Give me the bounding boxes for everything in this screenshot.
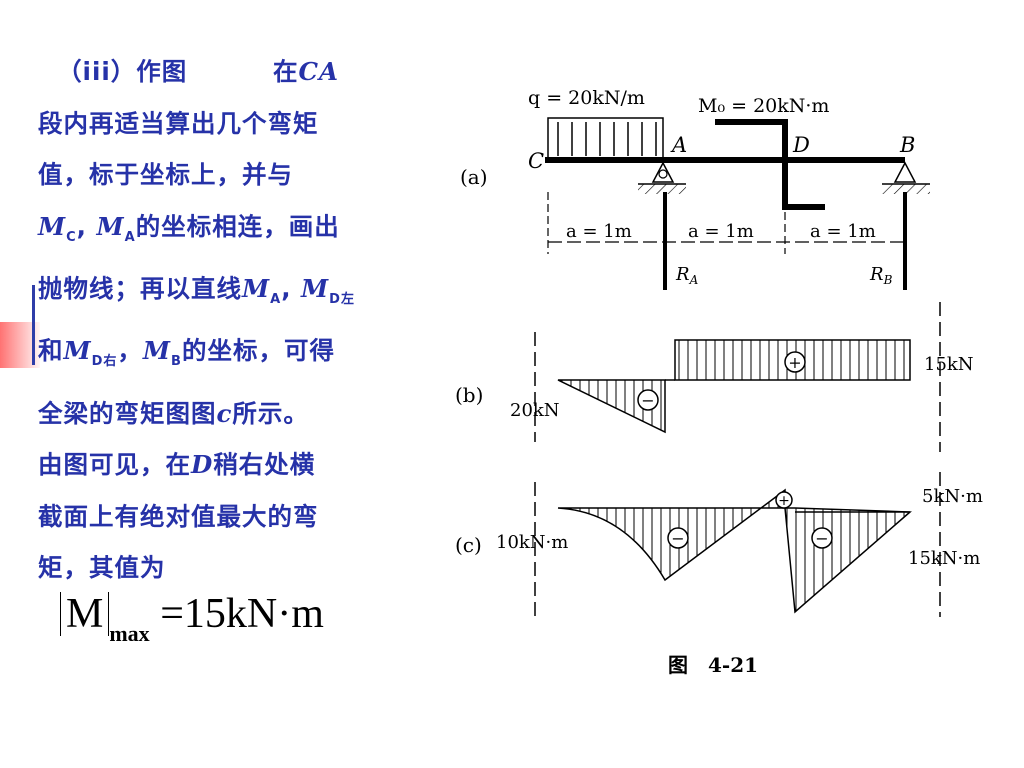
- distributed-load-box: [547, 117, 664, 159]
- plus-sign-icon: [775, 491, 793, 509]
- figure-caption: 图 4-21: [668, 653, 758, 677]
- text-line-4: MC, MA的坐标相连，画出: [38, 211, 340, 245]
- span-2-label: a = 1m: [688, 221, 754, 242]
- text-line-9: 截面上有绝对值最大的弯: [38, 501, 319, 531]
- text-line-8: 由图可见，在D稍右处横: [38, 450, 316, 480]
- moment-neg1-value: 10kN·m: [496, 532, 568, 553]
- point-d-label: D: [792, 133, 810, 157]
- abs-value-bars: M: [60, 592, 110, 636]
- reaction-b-label: RB: [869, 264, 893, 287]
- svg-text:−: −: [641, 391, 654, 410]
- beam-diagram-figure: (a) q = 20kN/m M₀ = 20kN·m C A D B: [455, 87, 983, 677]
- text-line-1: （iii）作图 在CA: [57, 57, 340, 86]
- text-line-2: 段内再适当算出几个弯矩: [38, 108, 319, 138]
- label-a: (a): [460, 165, 488, 189]
- span-3-label: a = 1m: [810, 221, 876, 242]
- shear-pos-value: 15kN: [924, 354, 974, 375]
- plus-sign-icon: [784, 351, 806, 373]
- shear-negative-region: [557, 379, 666, 434]
- dimension-lines: [547, 192, 905, 254]
- shear-diagram: (b) − + 20kN 15kN: [455, 302, 974, 452]
- slide-body-text: （iii）作图 在CA 段内再适当算出几个弯矩 值，标于坐标上，并与 MC, M…: [38, 46, 423, 594]
- label-c: (c): [455, 533, 482, 557]
- text-line-3: 值，标于坐标上，并与: [38, 160, 293, 189]
- minus-sign-icon: [811, 527, 833, 549]
- text-line-10: 矩，其值为: [38, 553, 166, 583]
- shear-neg-value: 20kN: [510, 400, 560, 421]
- reaction-a-label: RA: [675, 264, 699, 287]
- text-line-5: 抛物线；再以直线MA, MD左: [38, 273, 355, 307]
- support-a: [638, 161, 686, 194]
- moment-neg2-value: 15kN·m: [908, 548, 980, 569]
- svg-text:+: +: [788, 353, 801, 372]
- text-line-7: 全梁的弯矩图图c所示。: [38, 398, 309, 428]
- beam-diagram: (a) q = 20kN/m M₀ = 20kN·m C A D B: [460, 87, 930, 290]
- point-a-label: A: [670, 133, 687, 157]
- load-arrows: [557, 122, 657, 156]
- svg-text:−: −: [671, 529, 684, 548]
- minus-sign-icon: [667, 527, 689, 549]
- load-label: q = 20kN/m: [528, 87, 645, 109]
- couple-symbol: [715, 119, 825, 210]
- span-1-label: a = 1m: [566, 221, 632, 242]
- accent-bar: [32, 285, 35, 365]
- moment-negative-region-2: [784, 507, 912, 614]
- point-c-label: C: [528, 149, 544, 173]
- svg-text:−: −: [815, 529, 828, 548]
- minus-sign-icon: [637, 389, 659, 411]
- point-b-label: B: [899, 133, 915, 157]
- svg-text:+: +: [778, 493, 790, 509]
- moment-diagram: (c) − + − 10kN·m 5kN·m 15kN·m: [455, 472, 983, 617]
- label-b: (b): [455, 383, 483, 407]
- text-line-6: 和MD右，MB的坐标，可得: [38, 336, 335, 370]
- moment-load-label: M₀ = 20kN·m: [698, 95, 829, 117]
- support-b: [882, 161, 930, 194]
- moment-pos-value: 5kN·m: [922, 486, 983, 507]
